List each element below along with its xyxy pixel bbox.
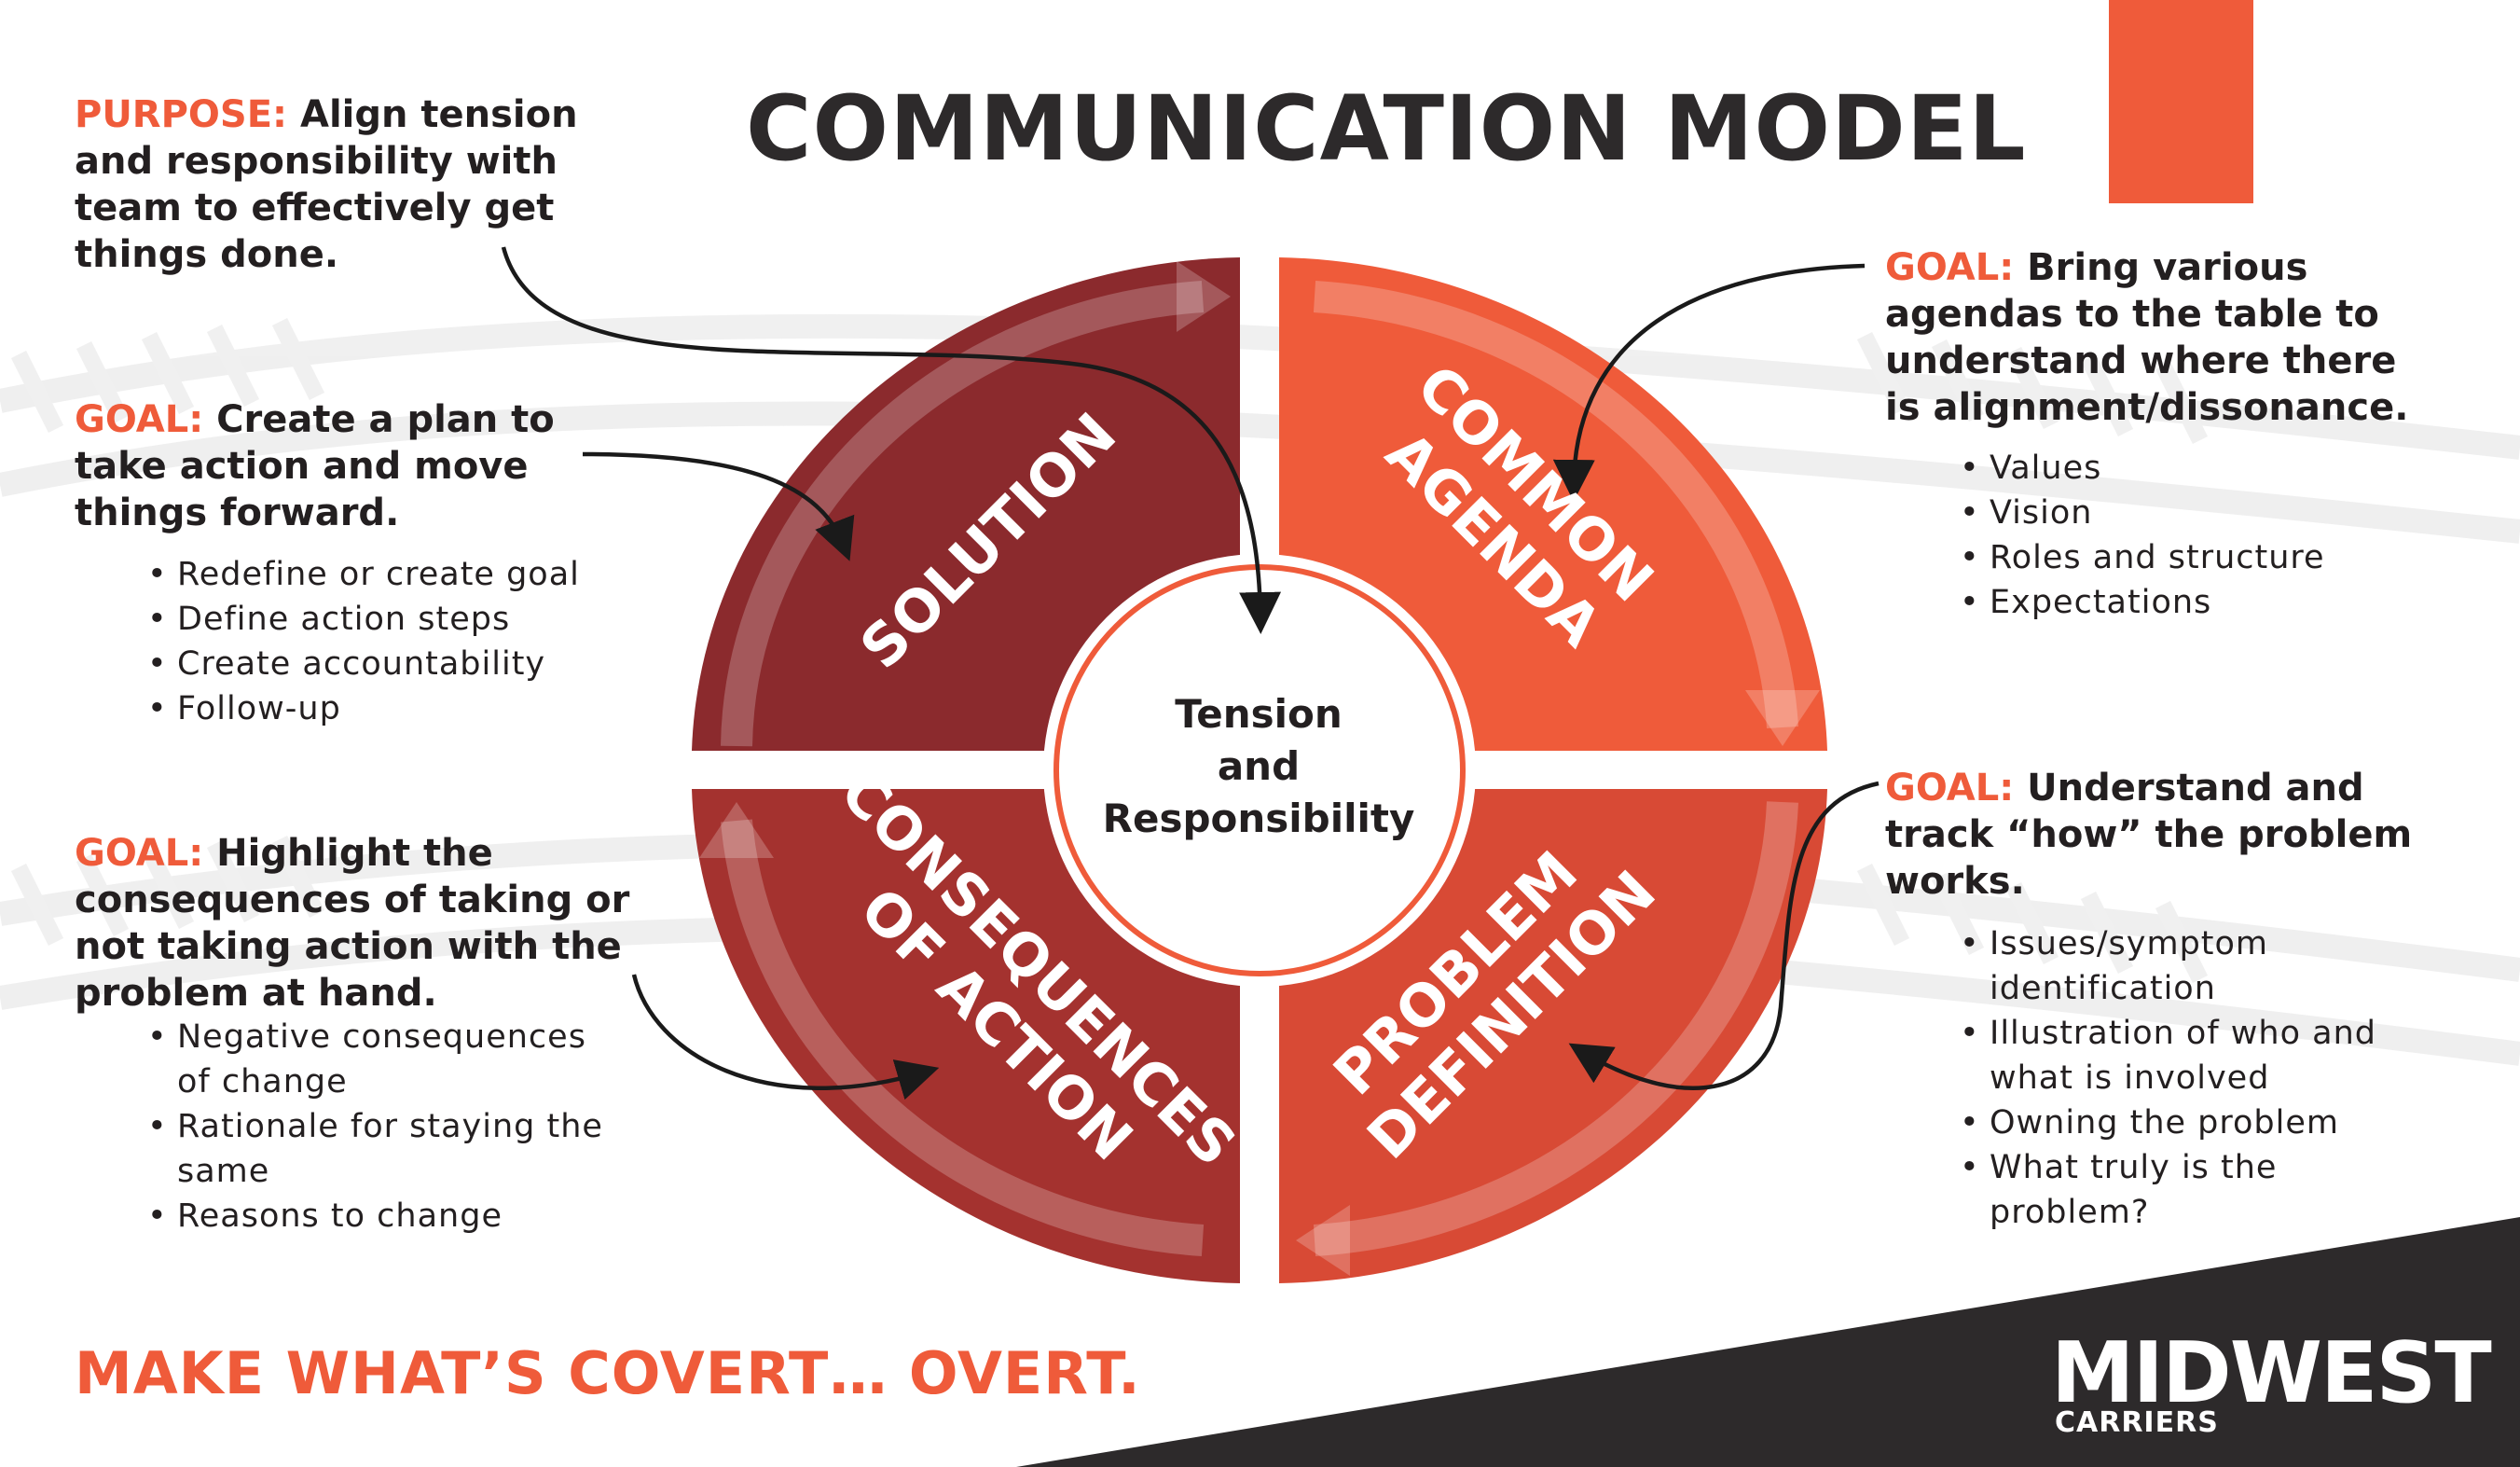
solution-goal-arrow	[582, 451, 855, 561]
list-item-continuation: what is involved	[1990, 1059, 2270, 1097]
problem-goal-line-1: GOAL: Understand and	[1885, 765, 2500, 811]
logo-subtitle: CARRIERS	[2055, 1406, 2219, 1439]
purpose-block: PURPOSE: Align tension and responsibilit…	[75, 91, 671, 278]
list-item: Expectations	[1960, 580, 2482, 625]
agenda-goal-arrow	[1552, 263, 1866, 502]
consequences-goal-line-3: not taking action with the	[75, 925, 622, 968]
page-title: COMMUNICATION MODEL	[746, 76, 2027, 181]
consequences-goal-text-1: Highlight the	[216, 832, 493, 875]
list-item: Rationale for staying the	[147, 1104, 669, 1149]
agenda-bullet-list: Values Vision Roles and structure Expect…	[1960, 446, 2482, 625]
list-item: Reasons to change	[147, 1194, 669, 1239]
purpose-line-4: things done.	[75, 233, 339, 276]
list-item: Values	[1960, 446, 2482, 491]
center-line-1: Tension	[1175, 691, 1343, 737]
purpose-label: PURPOSE:	[75, 93, 288, 136]
list-item-continuation: of change	[177, 1063, 348, 1100]
agenda-goal-line-2: agendas to the table to	[1885, 293, 2379, 336]
list-item: Vision	[1960, 491, 2482, 535]
solution-goal-line-3: things forward.	[75, 491, 400, 534]
list-item: Define action steps	[147, 597, 669, 642]
logo-wordmark: MIDWEST	[2051, 1324, 2492, 1422]
consequences-goal-line-4: problem at hand.	[75, 972, 437, 1015]
list-item-continuation: same	[177, 1153, 270, 1190]
problem-goal-label: GOAL:	[1885, 767, 2015, 810]
cycle-arrowheads	[699, 261, 1820, 1276]
problem-goal-line-2: track “how” the problem	[1885, 813, 2413, 856]
agenda-goal-label: GOAL:	[1885, 246, 2015, 289]
solution-goal-label: GOAL:	[75, 398, 204, 441]
agenda-goal-text-1: Bring various	[2027, 246, 2308, 289]
solution-goal-block: GOAL: Create a plan to take action and m…	[75, 396, 671, 536]
list-item: Redefine or create goal	[147, 552, 669, 597]
solution-bullet-list: Redefine or create goal Define action st…	[147, 552, 669, 731]
list-item: Negative consequences	[147, 1015, 669, 1059]
list-item: Roles and structure	[1960, 535, 2482, 580]
purpose-line-3: team to effectively get	[75, 187, 555, 229]
list-item: Issues/symptom	[1960, 921, 2482, 966]
agenda-goal-line-3: understand where there	[1885, 339, 2397, 382]
solution-goal-text-1: Create a plan to	[216, 398, 555, 441]
footer-dark-band	[1016, 1217, 2520, 1467]
list-item: Follow-up	[147, 686, 669, 731]
agenda-goal-line-1: GOAL: Bring various	[1885, 244, 2500, 291]
consequences-goal-line-2: consequences of taking or	[75, 879, 630, 921]
accent-bar	[2109, 0, 2253, 203]
footer-slogan: MAKE WHAT’S COVERT… OVERT.	[75, 1339, 1141, 1407]
cycle-arrows	[721, 281, 1798, 1256]
solution-goal-line-1: GOAL: Create a plan to	[75, 396, 671, 443]
list-item: Owning the problem	[1960, 1100, 2482, 1145]
agenda-goal-line-4: is alignment/dissonance.	[1885, 386, 2409, 429]
problem-goal-text-1: Understand and	[2027, 767, 2364, 810]
problem-goal-line-3: works.	[1885, 860, 2025, 903]
center-line-2: and	[1217, 743, 1301, 789]
purpose-line-2: and responsibility with	[75, 140, 558, 183]
consequences-goal-block: GOAL: Highlight the consequences of taki…	[75, 830, 690, 1017]
purpose-text-1: Align tension	[299, 93, 578, 136]
consequences-bullet-list: Negative consequences of change Rational…	[147, 1015, 669, 1239]
list-item-continuation: problem?	[1990, 1194, 2150, 1231]
purpose-line-1: PURPOSE: Align tension	[75, 91, 671, 138]
purpose-arrow	[501, 246, 1282, 634]
consequences-goal-line-1: GOAL: Highlight the	[75, 830, 690, 877]
consequences-goal-label: GOAL:	[75, 832, 204, 875]
agenda-goal-block: GOAL: Bring various agendas to the table…	[1885, 244, 2500, 431]
consequences-goal-arrow	[631, 974, 940, 1100]
list-item: Create accountability	[147, 642, 669, 686]
center-label: Tension and Responsibility	[1053, 688, 1464, 845]
problem-goal-block: GOAL: Understand and track “how” the pro…	[1885, 765, 2500, 905]
problem-bullet-list: Issues/symptom identification Illustrati…	[1960, 921, 2482, 1235]
center-line-3: Responsibility	[1102, 796, 1415, 841]
solution-goal-line-2: take action and move	[75, 445, 529, 488]
problem-goal-arrow	[1568, 781, 1880, 1090]
list-item-continuation: identification	[1990, 970, 2216, 1007]
list-item: Illustration of who and	[1960, 1011, 2482, 1056]
list-item: What truly is the	[1960, 1145, 2482, 1190]
connector-arrows	[501, 246, 1880, 1100]
